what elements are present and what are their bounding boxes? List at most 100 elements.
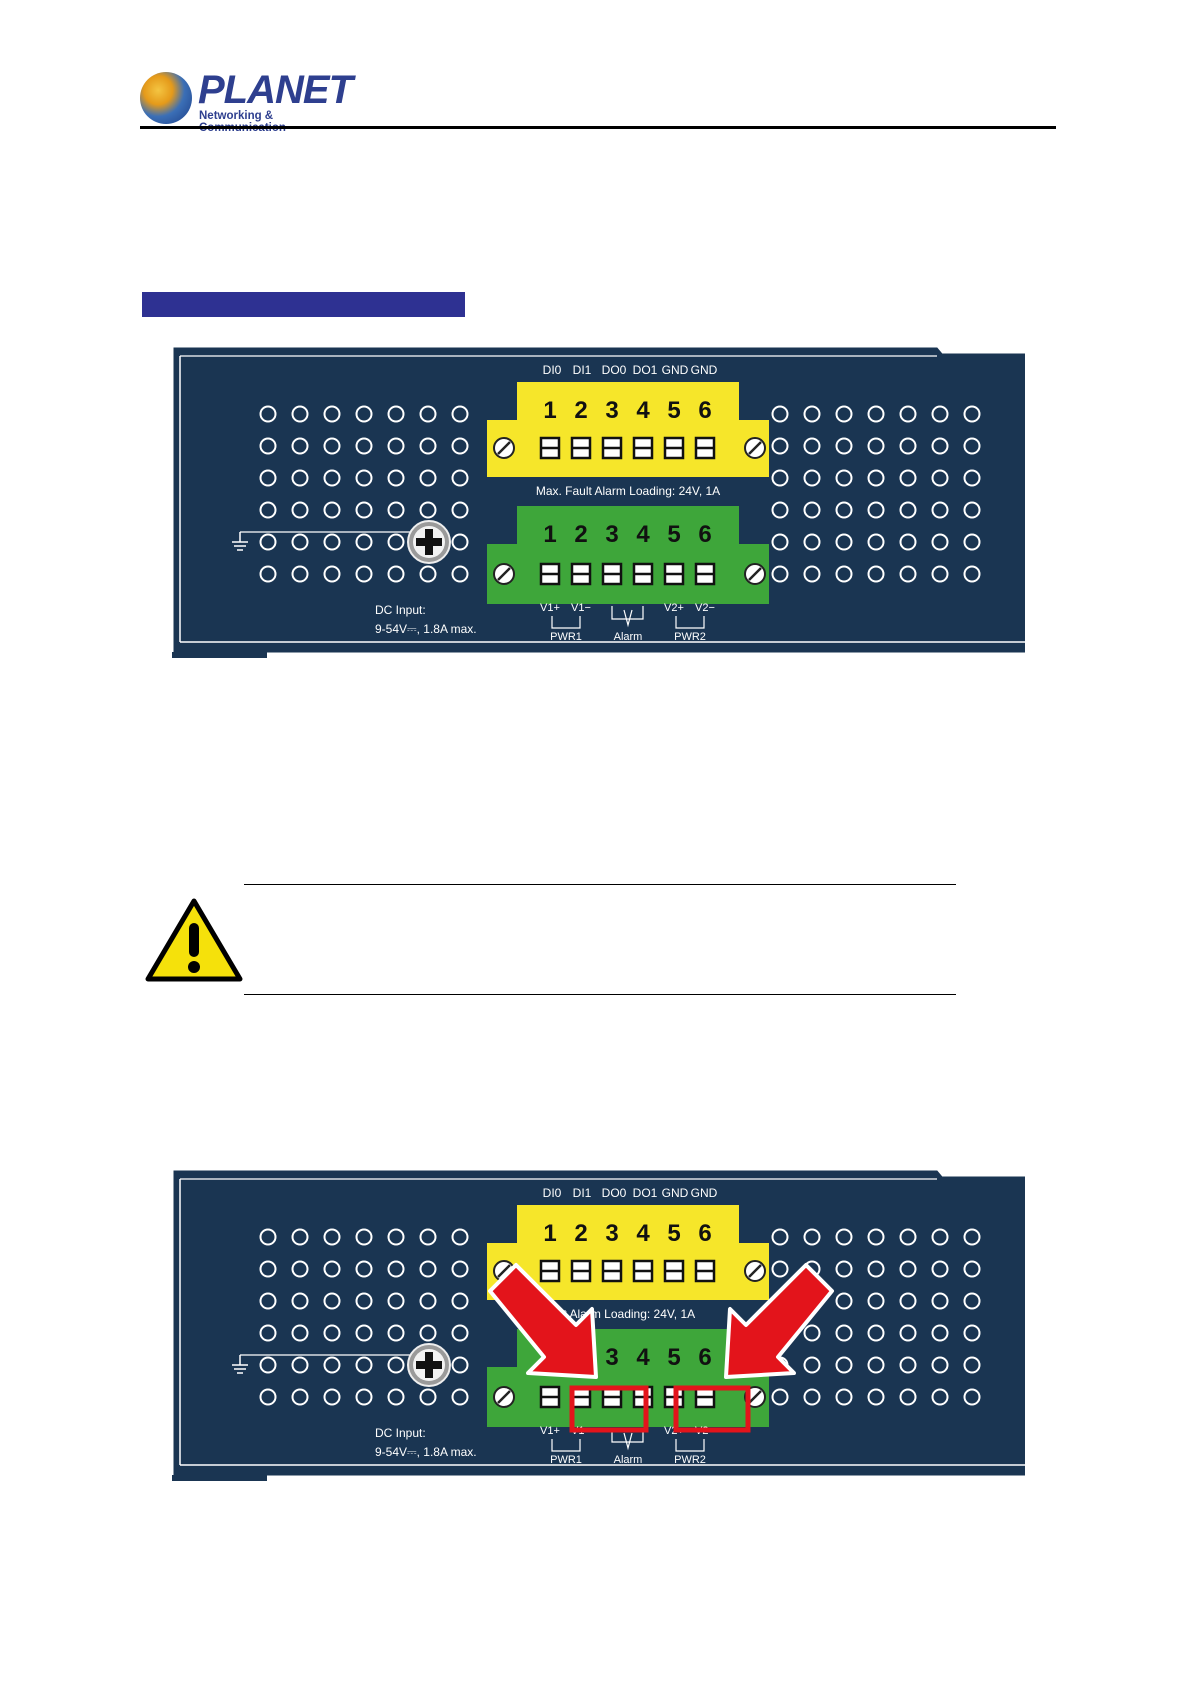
top-pin-label: DO1 <box>633 1186 658 1200</box>
vent-hole <box>803 533 821 551</box>
vent-hole <box>355 1228 373 1246</box>
vent-hole <box>355 1260 373 1278</box>
vent-hole <box>771 501 789 519</box>
vent-hole <box>963 1292 981 1310</box>
green-terminal-block <box>487 506 769 604</box>
vent-hole <box>291 1388 309 1406</box>
vent-hole <box>451 469 469 487</box>
screw-slot <box>497 1390 511 1404</box>
alarm-bracket <box>611 1429 644 1443</box>
vent-hole <box>419 469 437 487</box>
vent-hole <box>355 469 373 487</box>
vent-hole <box>963 1228 981 1246</box>
vent-hole <box>835 405 853 423</box>
logo-brand: PLANET <box>198 68 353 112</box>
vent-hole <box>419 501 437 519</box>
green-pin-number: 5 <box>667 521 680 548</box>
vent-hole <box>835 501 853 519</box>
alarm-label: Alarm <box>614 631 643 643</box>
vent-hole <box>899 469 917 487</box>
vent-hole <box>451 405 469 423</box>
vent-hole <box>803 437 821 455</box>
plus-icon <box>425 1352 433 1378</box>
yellow-pin-number: 2 <box>574 397 587 424</box>
vent-hole <box>771 405 789 423</box>
screw-slot <box>748 1390 762 1404</box>
top-pin-label: DO0 <box>602 363 627 377</box>
header-rule <box>140 126 1056 129</box>
vent-hole <box>451 1324 469 1342</box>
vent-hole <box>931 437 949 455</box>
vent-hole <box>419 1324 437 1342</box>
yellow-pin-number: 6 <box>698 1220 711 1247</box>
screw-slot <box>497 1264 511 1278</box>
vent-hole <box>963 533 981 551</box>
vent-hole <box>867 565 885 583</box>
vent-hole <box>259 1228 277 1246</box>
vent-hole <box>803 1324 821 1342</box>
vent-hole <box>323 405 341 423</box>
yellow-pin-number: 3 <box>605 397 618 424</box>
vent-hole <box>963 1356 981 1374</box>
panel-foot <box>172 1475 267 1481</box>
vent-hole <box>291 469 309 487</box>
pwr2-bracket <box>675 1439 705 1452</box>
pwr2-label: PWR2 <box>674 1454 706 1466</box>
vent-hole <box>387 1292 405 1310</box>
v1-plus-label: V1+ <box>540 602 560 614</box>
vent-hole <box>291 565 309 583</box>
vent-hole <box>451 501 469 519</box>
vent-hole <box>867 1260 885 1278</box>
vent-hole <box>771 1260 789 1278</box>
vent-hole <box>963 1324 981 1342</box>
vent-hole <box>451 1292 469 1310</box>
vent-hole <box>451 1260 469 1278</box>
top-pin-label: DO1 <box>633 363 658 377</box>
top-pin-label: DI1 <box>573 363 592 377</box>
vent-hole <box>259 1324 277 1342</box>
v2-minus-label: V2− <box>695 602 715 614</box>
vent-hole <box>771 437 789 455</box>
vent-hole <box>835 437 853 455</box>
vent-hole <box>387 533 405 551</box>
vent-hole <box>355 437 373 455</box>
vent-hole <box>355 501 373 519</box>
green-pin-number: 1 <box>543 521 556 548</box>
plus-icon <box>425 529 433 555</box>
vent-hole <box>771 533 789 551</box>
vent-hole <box>323 1356 341 1374</box>
planet-logo: PLANET Networking & Communication <box>140 68 353 134</box>
vent-hole <box>387 1324 405 1342</box>
vent-hole <box>899 565 917 583</box>
yellow-pin-number: 1 <box>543 397 556 424</box>
vent-hole <box>899 1388 917 1406</box>
vent-hole <box>771 565 789 583</box>
vent-hole <box>803 1388 821 1406</box>
vent-hole <box>931 1228 949 1246</box>
vent-hole <box>899 501 917 519</box>
vent-hole <box>835 1260 853 1278</box>
vent-hole <box>323 533 341 551</box>
vent-hole <box>323 501 341 519</box>
top-pin-label: DO0 <box>602 1186 627 1200</box>
vent-hole <box>835 565 853 583</box>
vent-hole <box>419 1292 437 1310</box>
vent-hole <box>451 533 469 551</box>
vent-hole <box>835 1356 853 1374</box>
vent-hole <box>259 1356 277 1374</box>
yellow-pin-number: 4 <box>636 1220 650 1247</box>
v2-plus-label: V2+ <box>664 602 684 614</box>
highlight-box-pwr2 <box>673 1385 751 1433</box>
green-pin-number: 6 <box>698 1344 711 1371</box>
vent-hole <box>387 1260 405 1278</box>
vent-hole <box>451 1356 469 1374</box>
pwr1-bracket <box>551 1439 581 1452</box>
alarm-label: Alarm <box>614 1454 643 1466</box>
alarm-switch-icon <box>623 1432 633 1451</box>
pwr1-label: PWR1 <box>550 1454 582 1466</box>
vent-hole <box>931 469 949 487</box>
vent-hole <box>963 437 981 455</box>
vent-hole <box>387 501 405 519</box>
vent-hole <box>419 565 437 583</box>
top-pin-label: GND <box>691 1186 718 1200</box>
